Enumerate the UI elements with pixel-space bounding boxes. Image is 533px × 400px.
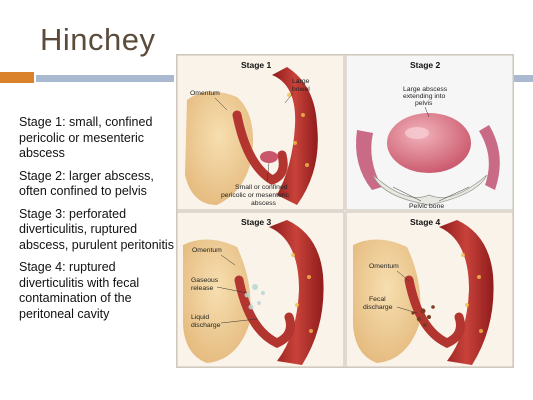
stage-4-label-fecal: Fecal	[369, 296, 386, 303]
stage-3-label-release: release	[191, 285, 214, 292]
stage-1-label-abscess-3: abscess	[251, 200, 277, 207]
hinchey-illustration: Stage 1 Omentum Large bowel Small or con…	[176, 54, 514, 368]
stage-1-label-omentum: Omentum	[190, 90, 220, 97]
stage-2-label-pelvic-bone: Pelvic bone	[409, 203, 444, 210]
stage-3-label-gaseous: Gaseous	[191, 277, 219, 284]
stage-2-label-abscess-3: pelvis	[415, 100, 433, 107]
stage-2-label-abscess-1: Large abscess	[403, 86, 448, 93]
accent-bar-blue-right	[512, 75, 533, 82]
stage-4-label-omentum: Omentum	[369, 263, 399, 270]
stage-3-label-discharge: discharge	[191, 322, 221, 329]
stage-2-label-abscess-2: extending into	[403, 93, 446, 100]
accent-bar-blue-left	[36, 75, 174, 82]
stage-2-title: Stage 2	[410, 60, 441, 70]
stage-2-description: Stage 2: larger abscess, often confined …	[19, 168, 154, 199]
stage-1-label-bowel: bowel	[292, 86, 310, 93]
stage-1-title: Stage 1	[241, 60, 272, 70]
stage-description-list: Stage 1: small, confined pericolic or me…	[19, 115, 176, 329]
stage-1-panel: Stage 1 Omentum Large bowel Small or con…	[185, 60, 318, 207]
stage-3-description: Stage 3: perforated diverticulitis, rupt…	[19, 206, 174, 252]
stage-1-label-abscess-1: Small or confined	[235, 184, 288, 191]
stage-2-panel: Stage 2 Large abscess extending into pel…	[356, 60, 500, 210]
stage-1-description: Stage 1: small, confined pericolic or me…	[19, 115, 153, 160]
stage-3-panel: Stage 3 Omentum Gaseous release Liquid d…	[183, 217, 324, 365]
slide-title: Hinchey	[40, 22, 156, 57]
stage-4-description: Stage 4: ruptured diverticulitis with fe…	[19, 260, 140, 321]
stage-3-label-liquid: Liquid	[191, 314, 209, 321]
stage-4-title: Stage 4	[410, 217, 441, 227]
stage-3-label-omentum: Omentum	[192, 247, 222, 254]
accent-bar-orange	[0, 72, 34, 83]
stage-3-title: Stage 3	[241, 217, 272, 227]
stage-1-label-abscess-2: pericolic or mesenteric	[221, 192, 290, 199]
stage-4-panel: Stage 4 Omentum Fecal discharge	[353, 217, 494, 365]
stage-4-label-discharge: discharge	[363, 304, 393, 311]
stage-1-label-large: Large	[292, 78, 310, 85]
